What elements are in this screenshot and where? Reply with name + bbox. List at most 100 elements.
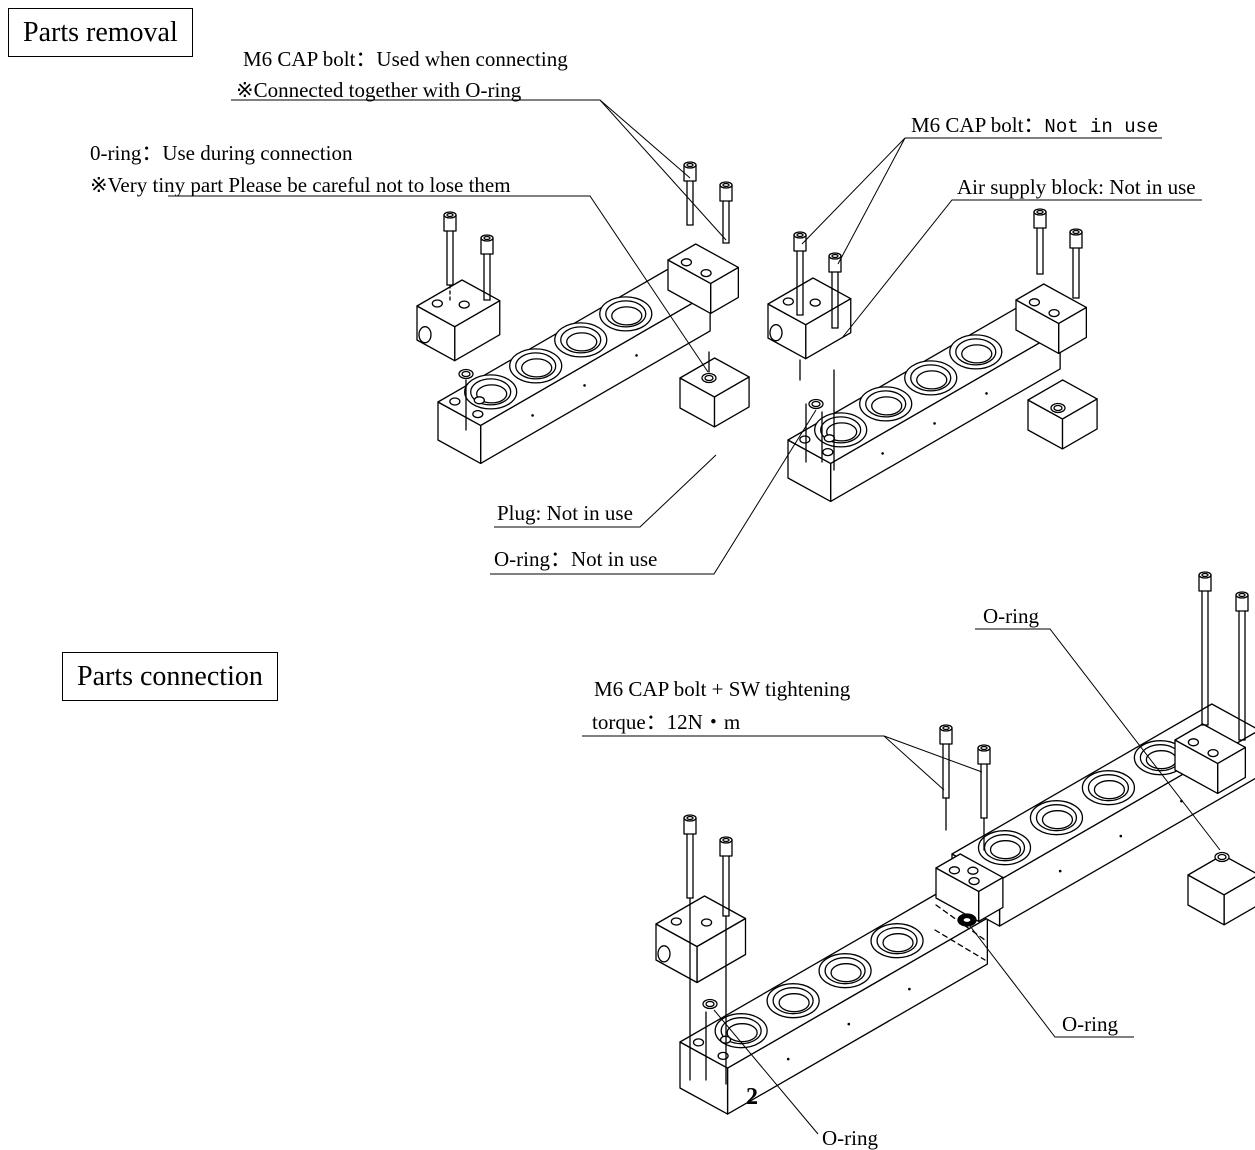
manifold-right-pin-dot (933, 422, 936, 425)
manifold-right-port-inner (865, 390, 907, 418)
bolt-c-6-socket (1238, 592, 1246, 598)
manifold-left-hole (472, 409, 484, 419)
manifold-conn-b-pin-dot (1119, 834, 1123, 838)
bolt-rr-1-head-top (793, 231, 807, 239)
section-title-removal: Parts removal (8, 8, 193, 57)
bolt-rl-2 (480, 234, 494, 301)
manifold-conn-a-port-inner (876, 927, 918, 955)
bolt-c-1 (683, 814, 697, 899)
plug-left (679, 357, 750, 428)
callout-oring-use-line2: ※Very tiny part Please be careful not to… (90, 175, 511, 196)
oring-c-2 (1214, 851, 1230, 863)
end-plate-left (667, 243, 740, 315)
end-plate-conn-top-face (1174, 723, 1247, 765)
manifold-left-pin-dot (531, 414, 534, 417)
bolt-rr-4 (1069, 228, 1083, 299)
oring-rr-1-inner (811, 400, 821, 408)
manifold-left-port-seat (566, 332, 598, 352)
air-block-right-top-face (767, 277, 852, 326)
manifold-right-port-seat (871, 396, 903, 416)
callout-oring-use-line1: 0-ring：Use during connection (90, 141, 353, 165)
callout-bolt-not-in-use-name: M6 CAP bolt： (911, 113, 1045, 137)
bolt-rl-3-socket (686, 162, 694, 168)
plug-right (1027, 379, 1098, 450)
callout-oring-mid: O-ring (1062, 1012, 1118, 1036)
leader-bolt-nu-b (837, 137, 906, 265)
manifold-left-port-seat (476, 384, 508, 404)
bolt-rl-3-head-top (683, 161, 697, 169)
air-block-left (416, 279, 501, 362)
manifold-conn-a-port-seat (726, 1023, 758, 1043)
leader-bolt-used-b (599, 99, 727, 241)
oring-rl-1 (458, 368, 474, 380)
joint-hidden-edge-2 (934, 929, 986, 961)
manifold-conn-a-port-seat (882, 933, 914, 953)
manifold-conn-b-port-seat (989, 840, 1022, 860)
manifold-right-port-seat (826, 422, 858, 442)
bolt-c-2-head-top (719, 836, 733, 844)
callout-bolt-used-line1: M6 CAP bolt：Used when connecting (243, 47, 568, 71)
manifold-right-port-outer (904, 360, 958, 396)
manifold-right-pin-dot (985, 392, 988, 395)
leader-bolt-nu-a (801, 137, 906, 245)
air-block-right-hole (809, 298, 821, 307)
end-plate-left-hole (700, 268, 712, 278)
manifold-right-port-inner (955, 338, 997, 366)
leader-plug (494, 454, 717, 528)
air-block-left-top-face (416, 279, 501, 328)
leader-bolt-torque-a (582, 735, 945, 791)
manifold-conn-a-port-outer (766, 983, 820, 1019)
bolt-rl-3 (683, 161, 697, 226)
oring-c-2-inner (1217, 853, 1227, 861)
bolt-c-5-head-top (1198, 571, 1212, 579)
manifold-left-pin-dot (583, 384, 586, 387)
bolt-rl-2-head-top (480, 234, 494, 242)
manifold-left-port-outer (554, 322, 608, 358)
bolt-rr-2-head-top (828, 252, 842, 260)
bolt-c-4-socket (980, 745, 988, 751)
end-plate-right (1015, 283, 1088, 355)
manifold-conn-a-port-seat (830, 963, 862, 983)
bolt-rr-1 (793, 231, 807, 316)
bolt-c-4 (977, 744, 991, 819)
manifold-conn-a-hole (692, 1038, 705, 1047)
manifold-conn-a-pin-dot (847, 1022, 851, 1026)
end-plate-right-top-face (1015, 283, 1088, 325)
oring-rr-2 (1050, 402, 1066, 414)
manifold-left-hole (449, 397, 461, 406)
leader-air-supply (841, 199, 1202, 339)
leader-oring-bottom (713, 1009, 819, 1135)
manifold-left-port-inner (515, 352, 557, 380)
end-plate-left-hole (680, 258, 693, 267)
air-block-right-side-port (769, 324, 783, 342)
manifold-right-pin-dot (881, 452, 884, 455)
callout-oring-use-line2-text: tiny part Please be careful not to lose … (152, 173, 511, 197)
manifold-right (787, 306, 1061, 503)
manifold-right-hole (823, 434, 835, 443)
manifold-conn-a-port-inner (720, 1017, 762, 1045)
end-plate-right-hole (1028, 298, 1041, 307)
air-block-conn-hole (670, 917, 682, 926)
bolt-c-3-socket (942, 725, 950, 731)
manifold-left-port-inner (605, 300, 647, 328)
air-block-conn-side-port (657, 945, 671, 963)
oring-rr-2-inner (1053, 404, 1063, 412)
end-plate-conn-hole (1207, 748, 1219, 758)
end-plate-conn (1174, 723, 1247, 795)
manifold-left-port-outer (464, 374, 518, 410)
manifold-right-port-outer (949, 334, 1003, 370)
leader-bolt-torque-b (883, 735, 983, 773)
callout-oring-use-line2-prefix: ※Very (90, 173, 153, 197)
manifold-left-port-inner (560, 326, 602, 354)
manifold-right-port-inner (910, 364, 952, 392)
manifold-conn-a-port-inner (824, 957, 866, 985)
joint-plate (935, 853, 1004, 923)
manifold-left-port-outer (599, 296, 653, 332)
air-block-right (767, 277, 852, 360)
air-block-left-hole (458, 300, 470, 309)
figure-number: 2 (746, 1084, 758, 1110)
manifold-conn-b-port-inner (1035, 804, 1078, 832)
bolt-rl-1-head-top (443, 211, 457, 219)
bolt-rr-2-socket (831, 253, 839, 259)
